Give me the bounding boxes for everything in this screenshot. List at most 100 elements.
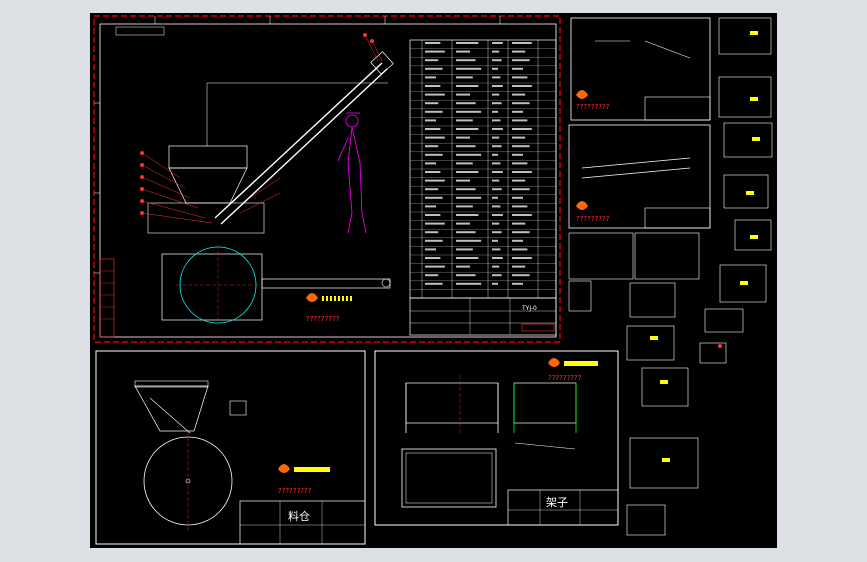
model-code: TYJ-0 bbox=[521, 305, 537, 312]
bom-cell-mark bbox=[512, 93, 526, 96]
frame-member-detail bbox=[514, 442, 576, 450]
detail-b-logo-caption: ????????? bbox=[576, 215, 610, 223]
screw-feeder-elevation[interactable] bbox=[140, 33, 394, 234]
bom-cell-mark bbox=[512, 136, 526, 139]
bom-cell-mark bbox=[512, 85, 532, 87]
bom-cell-mark bbox=[512, 145, 530, 148]
bom-cell-mark bbox=[456, 59, 476, 62]
revision-box bbox=[521, 323, 555, 332]
bom-cell-mark bbox=[456, 110, 482, 113]
bom-cell-mark bbox=[456, 171, 479, 173]
bom-cell-mark bbox=[492, 59, 502, 62]
hopper-sheet-border bbox=[95, 350, 366, 545]
detail-sheets-grid[interactable] bbox=[568, 17, 773, 536]
frame-title-block bbox=[507, 489, 619, 526]
bom-cell-mark bbox=[512, 257, 532, 259]
bom-cell-mark bbox=[492, 136, 500, 139]
bom-cell-mark bbox=[512, 265, 526, 268]
hopper-detail-box bbox=[229, 400, 247, 416]
bom-cell-mark bbox=[425, 119, 436, 122]
bom-cell-mark bbox=[512, 171, 532, 173]
bom-cell-mark bbox=[456, 162, 473, 165]
bom-cell-mark bbox=[456, 282, 482, 285]
bom-cell-mark bbox=[512, 128, 532, 130]
bill-of-materials[interactable] bbox=[409, 39, 557, 299]
frame-plan-view bbox=[401, 448, 497, 508]
bom-cell-marks bbox=[425, 42, 532, 285]
bom-cell-mark bbox=[492, 248, 501, 251]
bom-cell-mark bbox=[456, 153, 482, 156]
bom-cell-mark bbox=[456, 76, 473, 79]
bom-cell-mark bbox=[456, 239, 482, 242]
bom-cell-mark bbox=[492, 282, 498, 285]
bom-cell-mark bbox=[512, 119, 528, 122]
bom-cell-mark bbox=[492, 50, 500, 53]
bom-cell-mark bbox=[456, 42, 479, 44]
company-logo-main: ????????? bbox=[306, 293, 352, 323]
bom-cell-mark bbox=[425, 136, 445, 139]
bom-cell-mark bbox=[425, 188, 439, 191]
bom-cell-mark bbox=[425, 274, 439, 277]
frame-rack-sheet[interactable]: ????????? 架子 bbox=[374, 350, 619, 526]
logo-caption: ????????? bbox=[306, 315, 340, 323]
bom-cell-mark bbox=[425, 205, 436, 208]
bom-cell-mark bbox=[512, 110, 523, 113]
bom-cell-mark bbox=[425, 196, 443, 199]
bom-cell-mark bbox=[512, 76, 528, 79]
bom-cell-mark bbox=[425, 128, 441, 130]
bom-cell-mark bbox=[492, 119, 501, 122]
side-strip-rows bbox=[100, 270, 114, 320]
company-logo-frame: ????????? bbox=[548, 358, 598, 382]
bom-cell-mark bbox=[425, 42, 441, 44]
bom-cell-mark bbox=[456, 248, 473, 251]
drawing-canvas[interactable]: ????????? bbox=[90, 13, 777, 548]
main-sheet-frame bbox=[99, 23, 557, 338]
bom-cell-mark bbox=[456, 222, 470, 225]
bom-cell-mark bbox=[456, 257, 479, 259]
bom-cell-mark bbox=[456, 67, 482, 70]
bom-cell-mark bbox=[425, 257, 441, 259]
main-sheet-border bbox=[93, 15, 561, 343]
bom-cell-mark bbox=[512, 153, 523, 156]
hopper-logo-caption: ????????? bbox=[278, 487, 312, 495]
frame-logo-caption: ????????? bbox=[548, 374, 582, 382]
bom-cell-mark bbox=[492, 171, 503, 173]
bom-cell-mark bbox=[425, 102, 439, 105]
hopper-elevation bbox=[134, 385, 209, 432]
hopper-rim bbox=[134, 380, 209, 388]
bom-cell-mark bbox=[512, 188, 530, 191]
frame-title: 架子 bbox=[546, 496, 568, 509]
side-title-strip bbox=[99, 258, 115, 338]
discharge-head bbox=[370, 51, 394, 75]
bom-cell-mark bbox=[456, 93, 470, 96]
bom-cell-mark bbox=[456, 265, 470, 268]
detail-sheet-b[interactable]: ????????? bbox=[568, 124, 711, 229]
bom-cell-mark bbox=[456, 128, 479, 130]
detail-sheet-a[interactable]: ????????? bbox=[570, 17, 711, 121]
hopper-sheet[interactable]: ????????? 料仓 bbox=[95, 350, 366, 545]
feeder-plan-view[interactable] bbox=[161, 245, 391, 325]
company-logo-hopper: ????????? bbox=[278, 464, 330, 495]
bom-cell-mark bbox=[492, 257, 503, 259]
detail-a-logo-caption: ????????? bbox=[576, 103, 610, 111]
bom-cell-mark bbox=[492, 76, 501, 79]
frame-sheet-border bbox=[374, 350, 619, 526]
bom-cell-mark bbox=[492, 42, 503, 44]
detail-accent-marks bbox=[650, 31, 760, 462]
bom-cell-mark bbox=[512, 282, 523, 285]
main-assembly-sheet[interactable]: ????????? bbox=[93, 15, 561, 343]
bom-cell-mark bbox=[456, 214, 479, 216]
bom-cell-mark bbox=[492, 102, 502, 105]
bom-cell-mark bbox=[425, 85, 441, 87]
bom-cell-mark bbox=[425, 179, 445, 182]
bom-cell-mark bbox=[456, 231, 476, 234]
bom-cell-mark bbox=[512, 102, 530, 105]
bom-cell-mark bbox=[512, 67, 523, 70]
plan-conveyor-tube bbox=[261, 278, 391, 289]
support-frame bbox=[147, 202, 265, 234]
main-title-block[interactable]: TYJ-0 bbox=[409, 297, 557, 336]
bom-cell-mark bbox=[492, 188, 502, 191]
bom-cell-mark bbox=[492, 153, 498, 156]
bom-cell-mark bbox=[425, 248, 436, 251]
